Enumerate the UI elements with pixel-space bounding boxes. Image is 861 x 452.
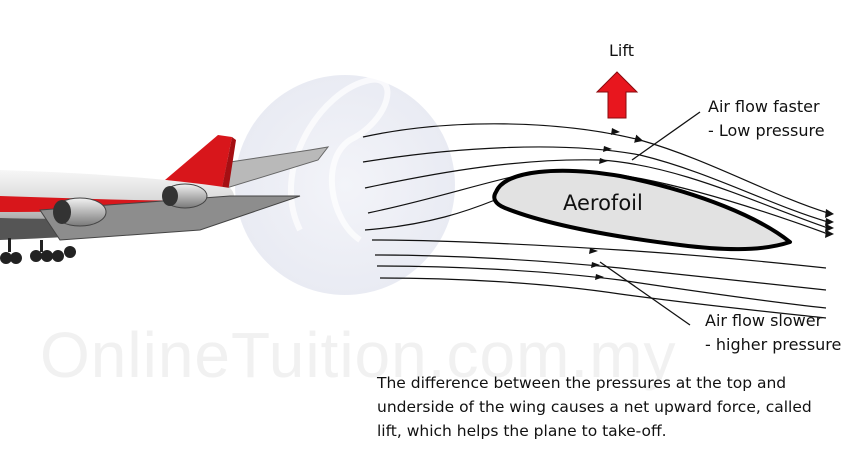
caption-line-1: The difference between the pressures at … (377, 374, 787, 392)
low-pressure-label: - Low pressure (708, 121, 825, 140)
higher-pressure-label: - higher pressure (705, 335, 842, 354)
explanation-caption: The difference between the pressures at … (377, 371, 855, 443)
background-emblem-circle (235, 75, 455, 295)
airplane-illustration (0, 135, 330, 264)
faster-pointer-line (631, 111, 701, 161)
slower-pointer-line (599, 261, 691, 326)
air-flow-slower-label: Air flow slower (705, 311, 823, 330)
watermark-text: OnlineTuition.com.my (40, 319, 677, 391)
air-flow-faster-label: Air flow faster (708, 97, 820, 116)
up-arrow-icon (595, 71, 639, 119)
lift-label: Lift (609, 41, 634, 60)
aerofoil-shape (492, 168, 792, 252)
background-emblem-swirl (287, 76, 391, 243)
streamlines-bottom (371, 239, 827, 319)
aerofoil-label: Aerofoil (563, 191, 643, 215)
caption-line-3: lift, which helps the plane to take-off. (377, 422, 667, 440)
streamline-bottom-arrows (589, 248, 604, 280)
streamline-top-arrows (599, 128, 834, 238)
caption-line-2: underside of the wing causes a net upwar… (377, 398, 812, 416)
